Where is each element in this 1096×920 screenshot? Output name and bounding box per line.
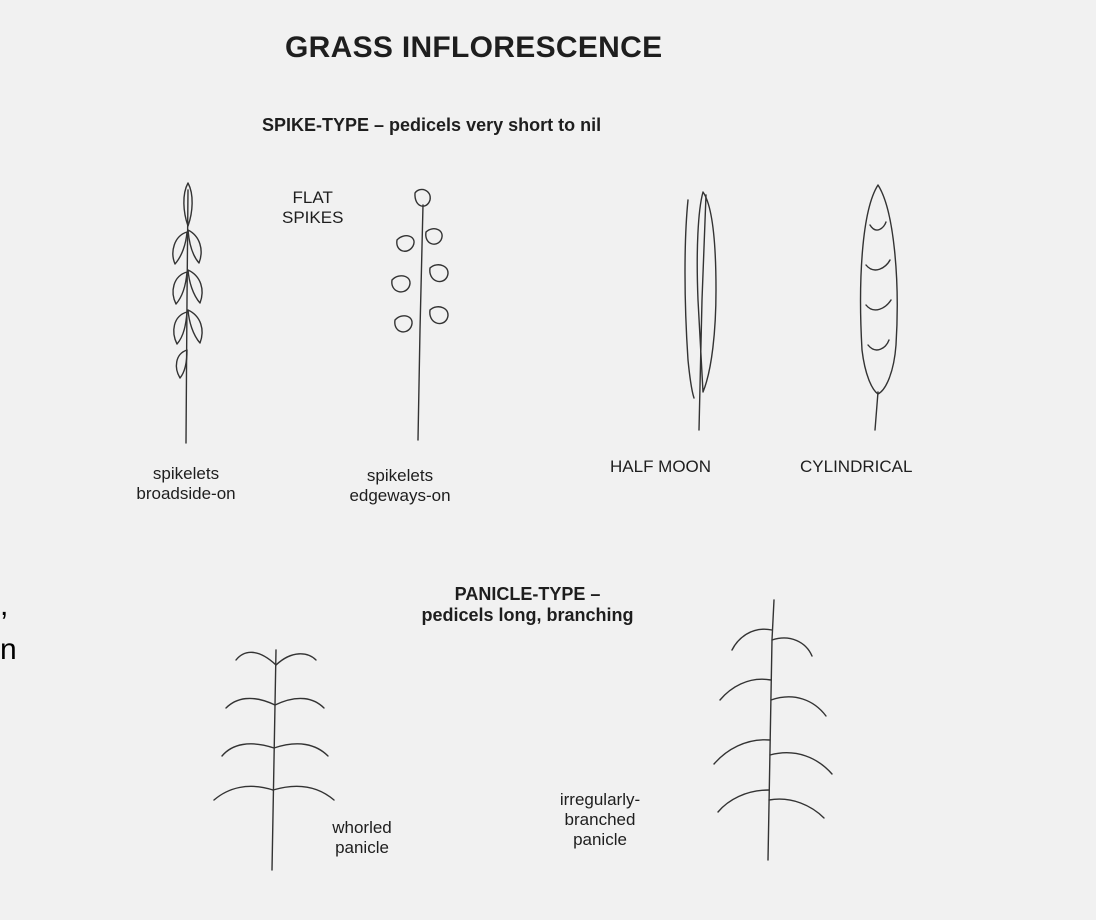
panicle-heading-line: pedicels long, branching [350, 605, 705, 626]
irregular-caption: irregularly- branched panicle [530, 790, 670, 850]
caption-line: irregularly- [530, 790, 670, 810]
broadside-caption: spikelets broadside-on [116, 464, 256, 504]
flat-spikes-line: FLAT [282, 188, 343, 208]
edge-line: n [0, 628, 17, 672]
page-title: GRASS INFLORESCENCE [285, 30, 662, 65]
flat-spikes-line: SPIKES [282, 208, 343, 228]
caption-line: spikelets [116, 464, 256, 484]
panicle-type-heading: PANICLE-TYPE – pedicels long, branching [350, 584, 705, 626]
whorled-caption: whorled panicle [312, 818, 412, 858]
irregular-panicle-drawing [714, 600, 832, 860]
spike-type-heading: SPIKE-TYPE – pedicels very short to nil [262, 115, 601, 136]
caption-line: spikelets [330, 466, 470, 486]
caption-line: panicle [312, 838, 412, 858]
half-moon-caption: HALF MOON [610, 457, 711, 477]
edgeways-caption: spikelets edgeways-on [330, 466, 470, 506]
broadside-spike-drawing [173, 183, 202, 443]
flat-spikes-label: FLAT SPIKES [282, 188, 343, 228]
caption-line: edgeways-on [330, 486, 470, 506]
panicle-heading-line: PANICLE-TYPE – [350, 584, 705, 605]
caption-line: panicle [530, 830, 670, 850]
edge-text-fragment: , n [0, 584, 17, 671]
caption-line: branched [530, 810, 670, 830]
cylindrical-caption: CYLINDRICAL [800, 457, 912, 477]
caption-line: broadside-on [116, 484, 256, 504]
caption-line: whorled [312, 818, 412, 838]
edge-line: , [0, 584, 17, 628]
edgeways-spike-drawing [392, 189, 448, 440]
half-moon-spike-drawing [685, 192, 716, 430]
cylindrical-spike-drawing [861, 185, 898, 430]
